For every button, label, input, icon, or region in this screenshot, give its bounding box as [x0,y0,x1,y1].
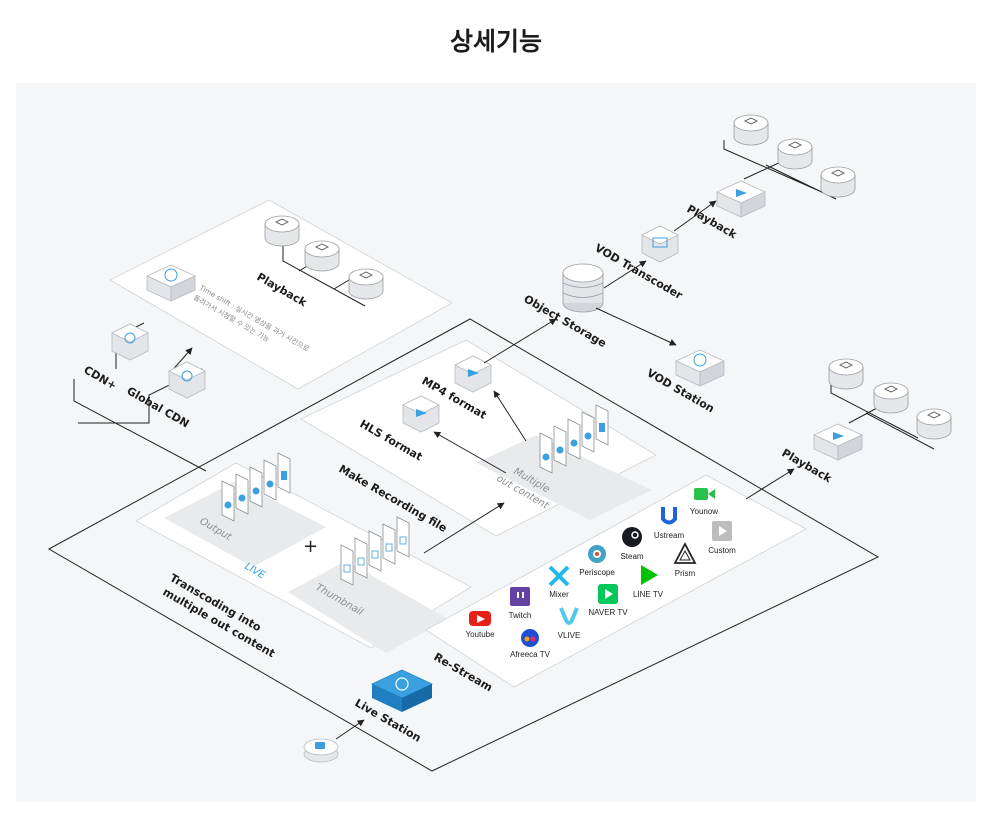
mobile-device-icon-2 [820,166,856,198]
plus-icon: + [303,536,318,557]
afreeca-tv-label: Afreeca TV [510,650,551,659]
ustream-label: Ustream [654,531,685,540]
hls-format-icon [402,395,440,433]
mp4-format-icon [454,355,492,393]
tablet-device-icon [304,240,340,272]
ustream-icon: Ustream [654,507,685,540]
object-storage-icon [562,263,604,313]
custom-label: Custom [708,546,736,555]
twitch-icon: Twitch [509,587,532,620]
vlive-label: VLIVE [558,631,581,640]
diagram-svg: CDN+ Global CDN Time shift : 실시간 영상을 과거 … [47,114,952,772]
custom-icon: Custom [708,521,736,555]
monitor-device-icon [264,215,300,247]
monitor-device-icon-2 [733,114,769,146]
prism-icon: Prism [673,542,697,578]
vod-transcoder-icon [641,225,679,263]
mixer-icon: Mixer [548,565,570,599]
timeshift-icon [146,264,196,302]
line-tv-label: LINE TV [633,590,664,599]
naver-tv-label: NAVER TV [588,608,628,617]
playback-top-right-icon [716,180,766,218]
steam-label: Steam [620,552,643,561]
architecture-diagram: CDN+ Global CDN Time shift : 실시간 영상을 과거 … [16,83,976,802]
monitor-device-icon-3 [828,358,864,390]
periscope-label: Periscope [579,568,615,577]
younow-label: Younow [690,507,718,516]
vod-station-icon [675,349,725,387]
global-cdn-icon [168,361,206,399]
tablet-device-icon-3 [873,382,909,414]
youtube-icon: Youtube [465,611,495,639]
vlive-icon: VLIVE [558,607,581,640]
cdn-plus-icon [111,323,149,361]
line-tv-icon: LINE TV [633,565,664,599]
steam-icon: Steam [620,527,644,561]
live-station-icon [371,669,433,712]
mobile-device-icon-3 [916,408,952,440]
tablet-device-icon-2 [777,138,813,170]
restream-services: Youtube Twitch Afreeca TV Mixer VLIVE Pe… [465,488,736,659]
periscope-icon: Periscope [579,545,615,577]
prism-label: Prism [675,569,696,578]
camera-source-icon [303,738,339,763]
thumbnail-files-icon [340,516,410,586]
cdn-plus-label: CDN+ [82,363,119,392]
multiple-out-files-icon [539,404,609,474]
page-title: 상세기능 [449,27,542,56]
mobile-device-icon [348,268,384,300]
younow-icon: Younow [690,488,718,516]
mixer-label: Mixer [549,590,569,599]
youtube-label: Youtube [465,630,495,639]
twitch-label: Twitch [509,611,532,620]
afreeca-tv-icon: Afreeca TV [510,629,551,659]
output-files-icon [221,452,291,522]
playback-right-icon [813,423,863,461]
naver-tv-icon: NAVER TV [588,584,628,617]
